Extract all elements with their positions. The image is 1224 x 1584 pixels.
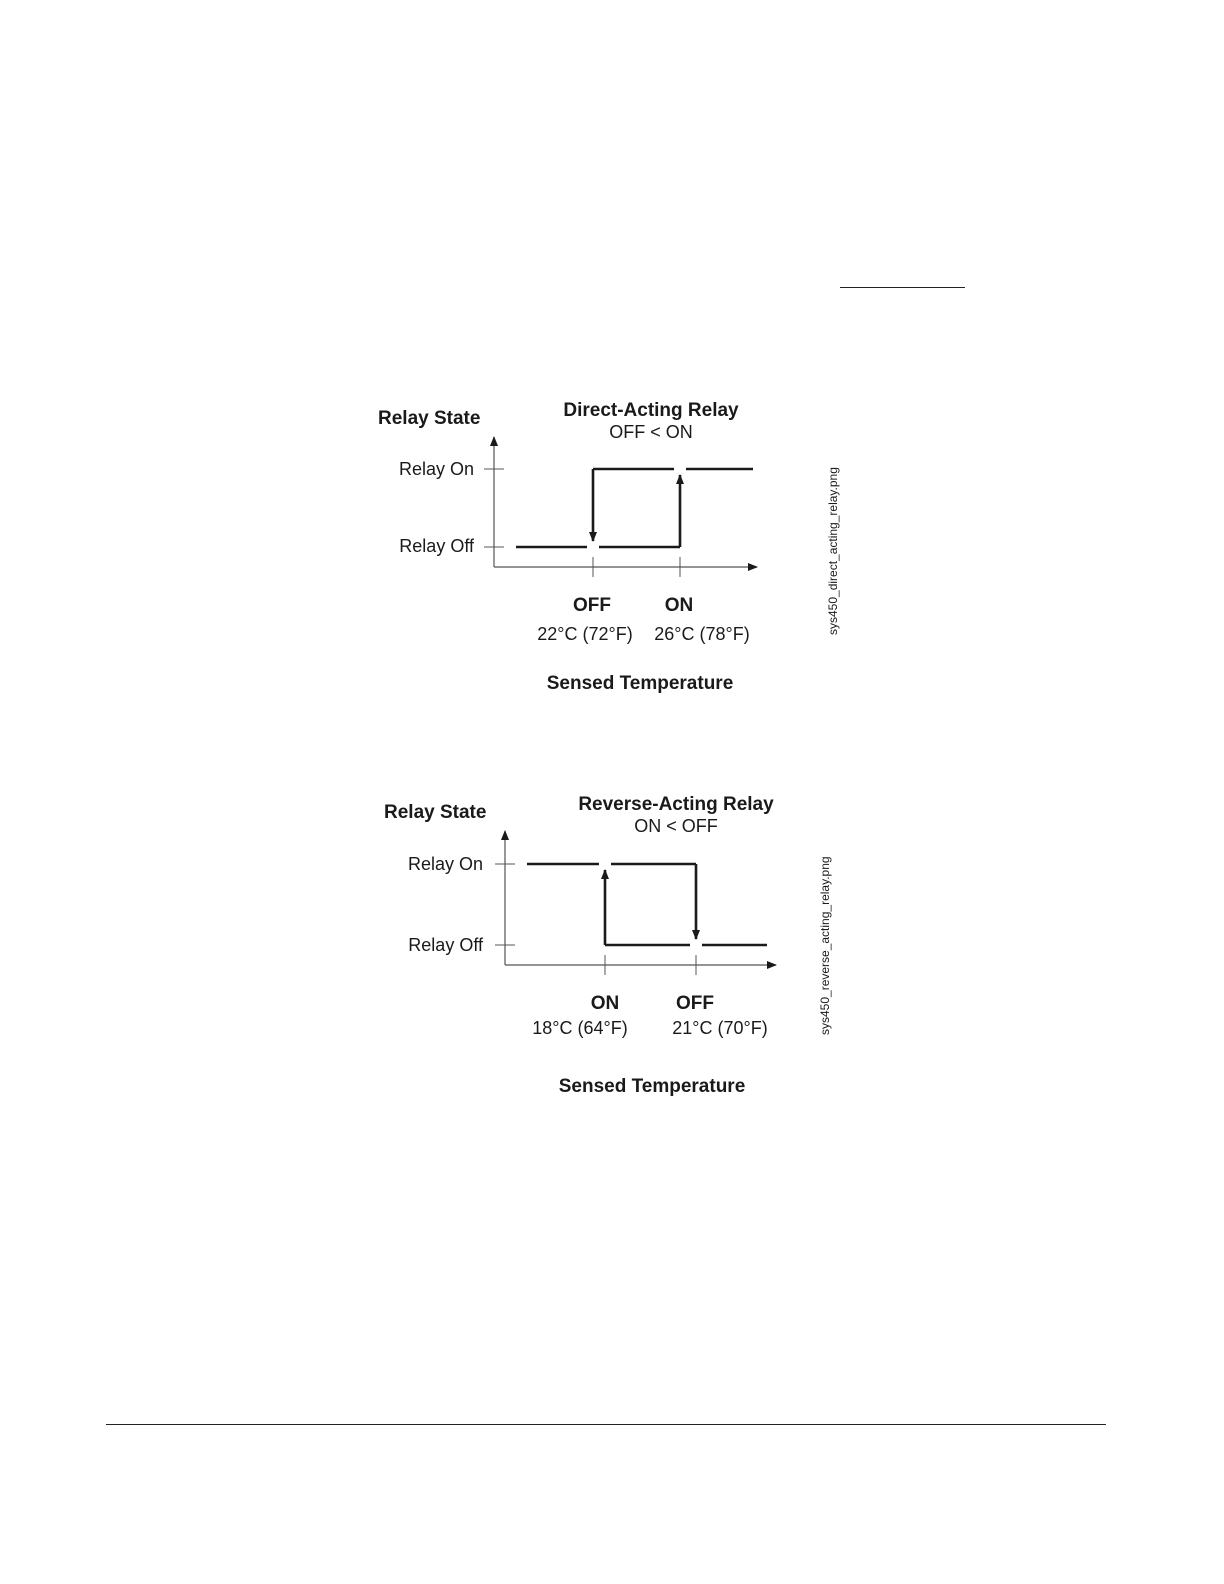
reverse-y-axis-label: Relay State <box>384 802 486 823</box>
direct-title: Direct-Acting Relay <box>563 400 739 421</box>
reverse-state-off-label: Relay Off <box>408 935 484 955</box>
reverse-filename: sys450_reverse_acting_relay.png <box>818 856 832 1035</box>
reverse-subtitle: ON < OFF <box>634 816 718 836</box>
direct-threshold-1-value: 22°C (72°F) <box>537 624 632 644</box>
reverse-threshold-1-label: ON <box>591 993 620 1014</box>
direct-threshold-1-label: OFF <box>573 595 611 616</box>
reverse-threshold-2-value: 21°C (70°F) <box>672 1018 767 1038</box>
direct-acting-diagram: Relay State Direct-Acting Relay OFF < ON… <box>378 400 840 694</box>
direct-state-on-label: Relay On <box>399 459 474 479</box>
direct-subtitle: OFF < ON <box>609 422 693 442</box>
reverse-threshold-1-value: 18°C (64°F) <box>532 1018 627 1038</box>
reverse-x-axis-label: Sensed Temperature <box>559 1076 746 1097</box>
direct-threshold-2-value: 26°C (78°F) <box>654 624 749 644</box>
direct-y-axis-label: Relay State <box>378 408 480 429</box>
reverse-state-on-label: Relay On <box>408 854 483 874</box>
footer-divider <box>106 1424 1106 1425</box>
direct-filename: sys450_direct_acting_relay.png <box>826 467 840 635</box>
direct-x-axis-label: Sensed Temperature <box>547 673 734 694</box>
reverse-threshold-2-label: OFF <box>676 993 714 1014</box>
reverse-acting-diagram: Relay State Reverse-Acting Relay ON < OF… <box>384 794 832 1097</box>
direct-threshold-2-label: ON <box>665 595 694 616</box>
reverse-title: Reverse-Acting Relay <box>578 794 774 815</box>
direct-state-off-label: Relay Off <box>399 536 475 556</box>
